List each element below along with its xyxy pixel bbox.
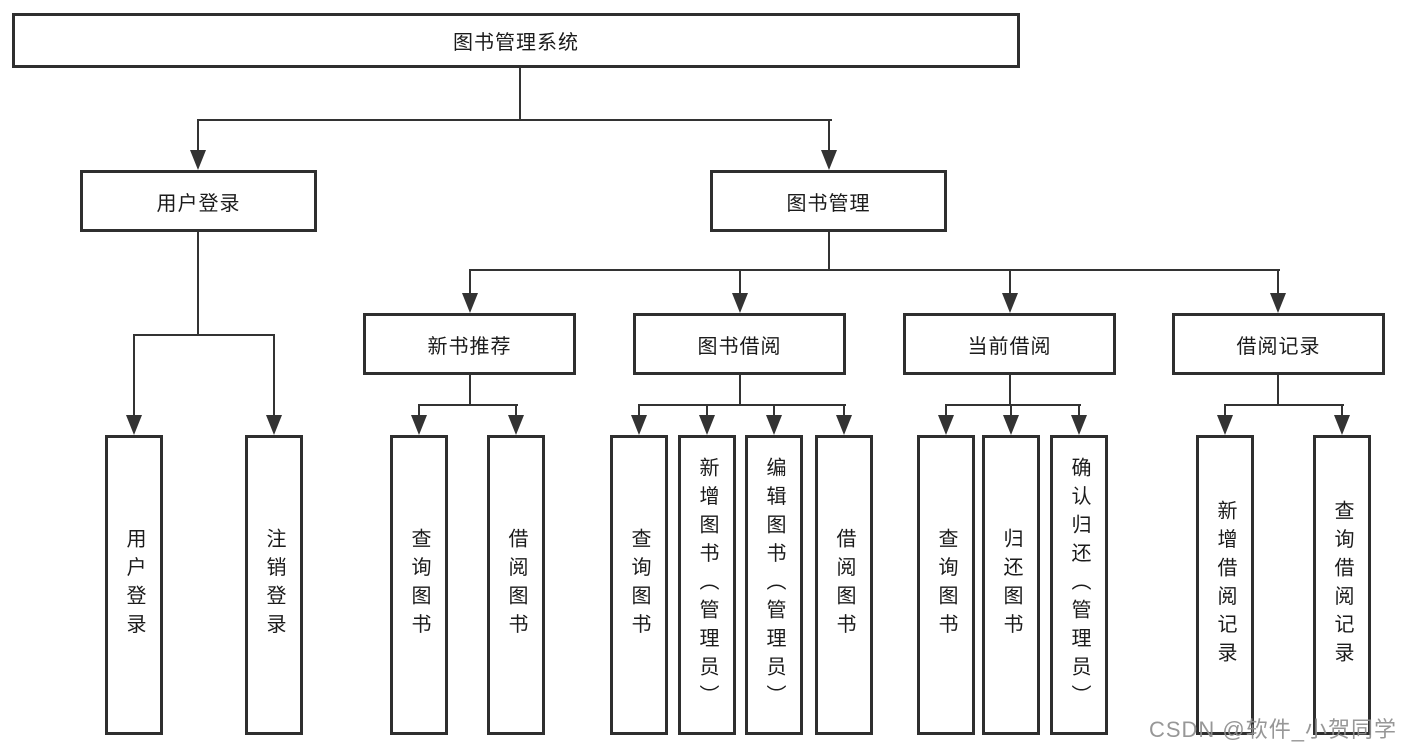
arrow-down-icon (411, 415, 427, 435)
connector-vline (773, 404, 775, 417)
connector-vline (828, 119, 830, 152)
connector-vline (739, 375, 741, 406)
leaf-add-book-admin: 新增图书（管理员） (678, 435, 736, 735)
connector-vline (197, 119, 199, 152)
arrow-down-icon (1270, 293, 1286, 313)
connector-vline (273, 334, 275, 417)
connector-vline (1224, 404, 1226, 417)
connector-vline (1009, 269, 1011, 295)
arrow-down-icon (1003, 415, 1019, 435)
node-borrowing-records-label: 借阅记录 (1236, 335, 1321, 358)
arrow-down-icon (190, 150, 206, 170)
arrow-down-icon (266, 415, 282, 435)
arrow-down-icon (821, 150, 837, 170)
node-book-management-label: 图书管理 (786, 192, 871, 215)
arrow-down-icon (732, 293, 748, 313)
connector-hline (945, 404, 1081, 406)
leaf-query-books-current-label: 查询图书 (935, 528, 957, 642)
connector-vline (1078, 404, 1080, 417)
leaf-add-borrow-record: 新增借阅记录 (1196, 435, 1254, 735)
node-borrowing-records: 借阅记录 (1172, 313, 1385, 375)
connector-vline (197, 232, 199, 336)
leaf-edit-book-admin: 编辑图书（管理员） (745, 435, 803, 735)
connector-vline (843, 404, 845, 417)
leaf-logout-label: 注销登录 (263, 528, 285, 642)
leaf-borrow-books-recommend-label: 借阅图书 (505, 528, 527, 642)
leaf-query-books-borrow: 查询图书 (610, 435, 668, 735)
connector-hline (133, 334, 275, 336)
connector-hline (197, 119, 832, 121)
arrow-down-icon (1334, 415, 1350, 435)
leaf-confirm-return-admin-label: 确认归还（管理员） (1068, 457, 1090, 713)
leaf-query-books-recommend: 查询图书 (390, 435, 448, 735)
node-user-login: 用户登录 (80, 170, 317, 232)
leaf-borrow-books-label: 借阅图书 (833, 528, 855, 642)
leaf-add-book-admin-label: 新增图书（管理员） (696, 457, 718, 713)
leaf-query-borrow-record: 查询借阅记录 (1313, 435, 1371, 735)
connector-vline (828, 232, 830, 271)
leaf-return-books-label: 归还图书 (1000, 528, 1022, 642)
leaf-confirm-return-admin: 确认归还（管理员） (1050, 435, 1108, 735)
arrow-down-icon (1217, 415, 1233, 435)
arrow-down-icon (126, 415, 142, 435)
node-library-system-label: 图书管理系统 (453, 32, 579, 54)
connector-vline (418, 404, 420, 417)
leaf-logout: 注销登录 (245, 435, 303, 735)
node-new-book-recommendation-label: 新书推荐 (427, 335, 512, 358)
connector-vline (1010, 404, 1012, 417)
leaf-return-books: 归还图书 (982, 435, 1040, 735)
node-new-book-recommendation: 新书推荐 (363, 313, 576, 375)
arrow-down-icon (462, 293, 478, 313)
connector-vline (945, 404, 947, 417)
leaf-query-borrow-record-label: 查询借阅记录 (1331, 499, 1353, 671)
connector-vline (469, 269, 471, 295)
connector-vline (133, 334, 135, 417)
node-library-system: 图书管理系统 (12, 13, 1020, 68)
leaf-user-login-label: 用户登录 (123, 528, 145, 642)
node-book-management: 图书管理 (710, 170, 947, 232)
leaf-add-borrow-record-label: 新增借阅记录 (1214, 499, 1236, 671)
connector-hline (469, 269, 1280, 271)
arrow-down-icon (508, 415, 524, 435)
connector-vline (739, 269, 741, 295)
connector-hline (638, 404, 846, 406)
connector-vline (706, 404, 708, 417)
connector-vline (1341, 404, 1343, 417)
leaf-borrow-books-recommend: 借阅图书 (487, 435, 545, 735)
leaf-edit-book-admin-label: 编辑图书（管理员） (763, 457, 785, 713)
arrow-down-icon (699, 415, 715, 435)
leaf-borrow-books: 借阅图书 (815, 435, 873, 735)
node-book-borrowing-label: 图书借阅 (697, 335, 782, 358)
node-current-borrowing-label: 当前借阅 (967, 335, 1052, 358)
arrow-down-icon (1071, 415, 1087, 435)
connector-vline (1277, 269, 1279, 295)
connector-vline (1277, 375, 1279, 406)
connector-hline (418, 404, 518, 406)
connector-hline (1224, 404, 1344, 406)
arrow-down-icon (1002, 293, 1018, 313)
node-user-login-label: 用户登录 (156, 192, 241, 215)
leaf-query-books-recommend-label: 查询图书 (408, 528, 430, 642)
node-book-borrowing: 图书借阅 (633, 313, 846, 375)
node-current-borrowing: 当前借阅 (903, 313, 1116, 375)
arrow-down-icon (631, 415, 647, 435)
connector-vline (638, 404, 640, 417)
connector-vline (1009, 375, 1011, 406)
arrow-down-icon (938, 415, 954, 435)
leaf-query-books-borrow-label: 查询图书 (628, 528, 650, 642)
connector-vline (515, 404, 517, 417)
leaf-query-books-current: 查询图书 (917, 435, 975, 735)
arrow-down-icon (766, 415, 782, 435)
connector-vline (519, 68, 521, 120)
leaf-user-login: 用户登录 (105, 435, 163, 735)
connector-vline (469, 375, 471, 406)
arrow-down-icon (836, 415, 852, 435)
